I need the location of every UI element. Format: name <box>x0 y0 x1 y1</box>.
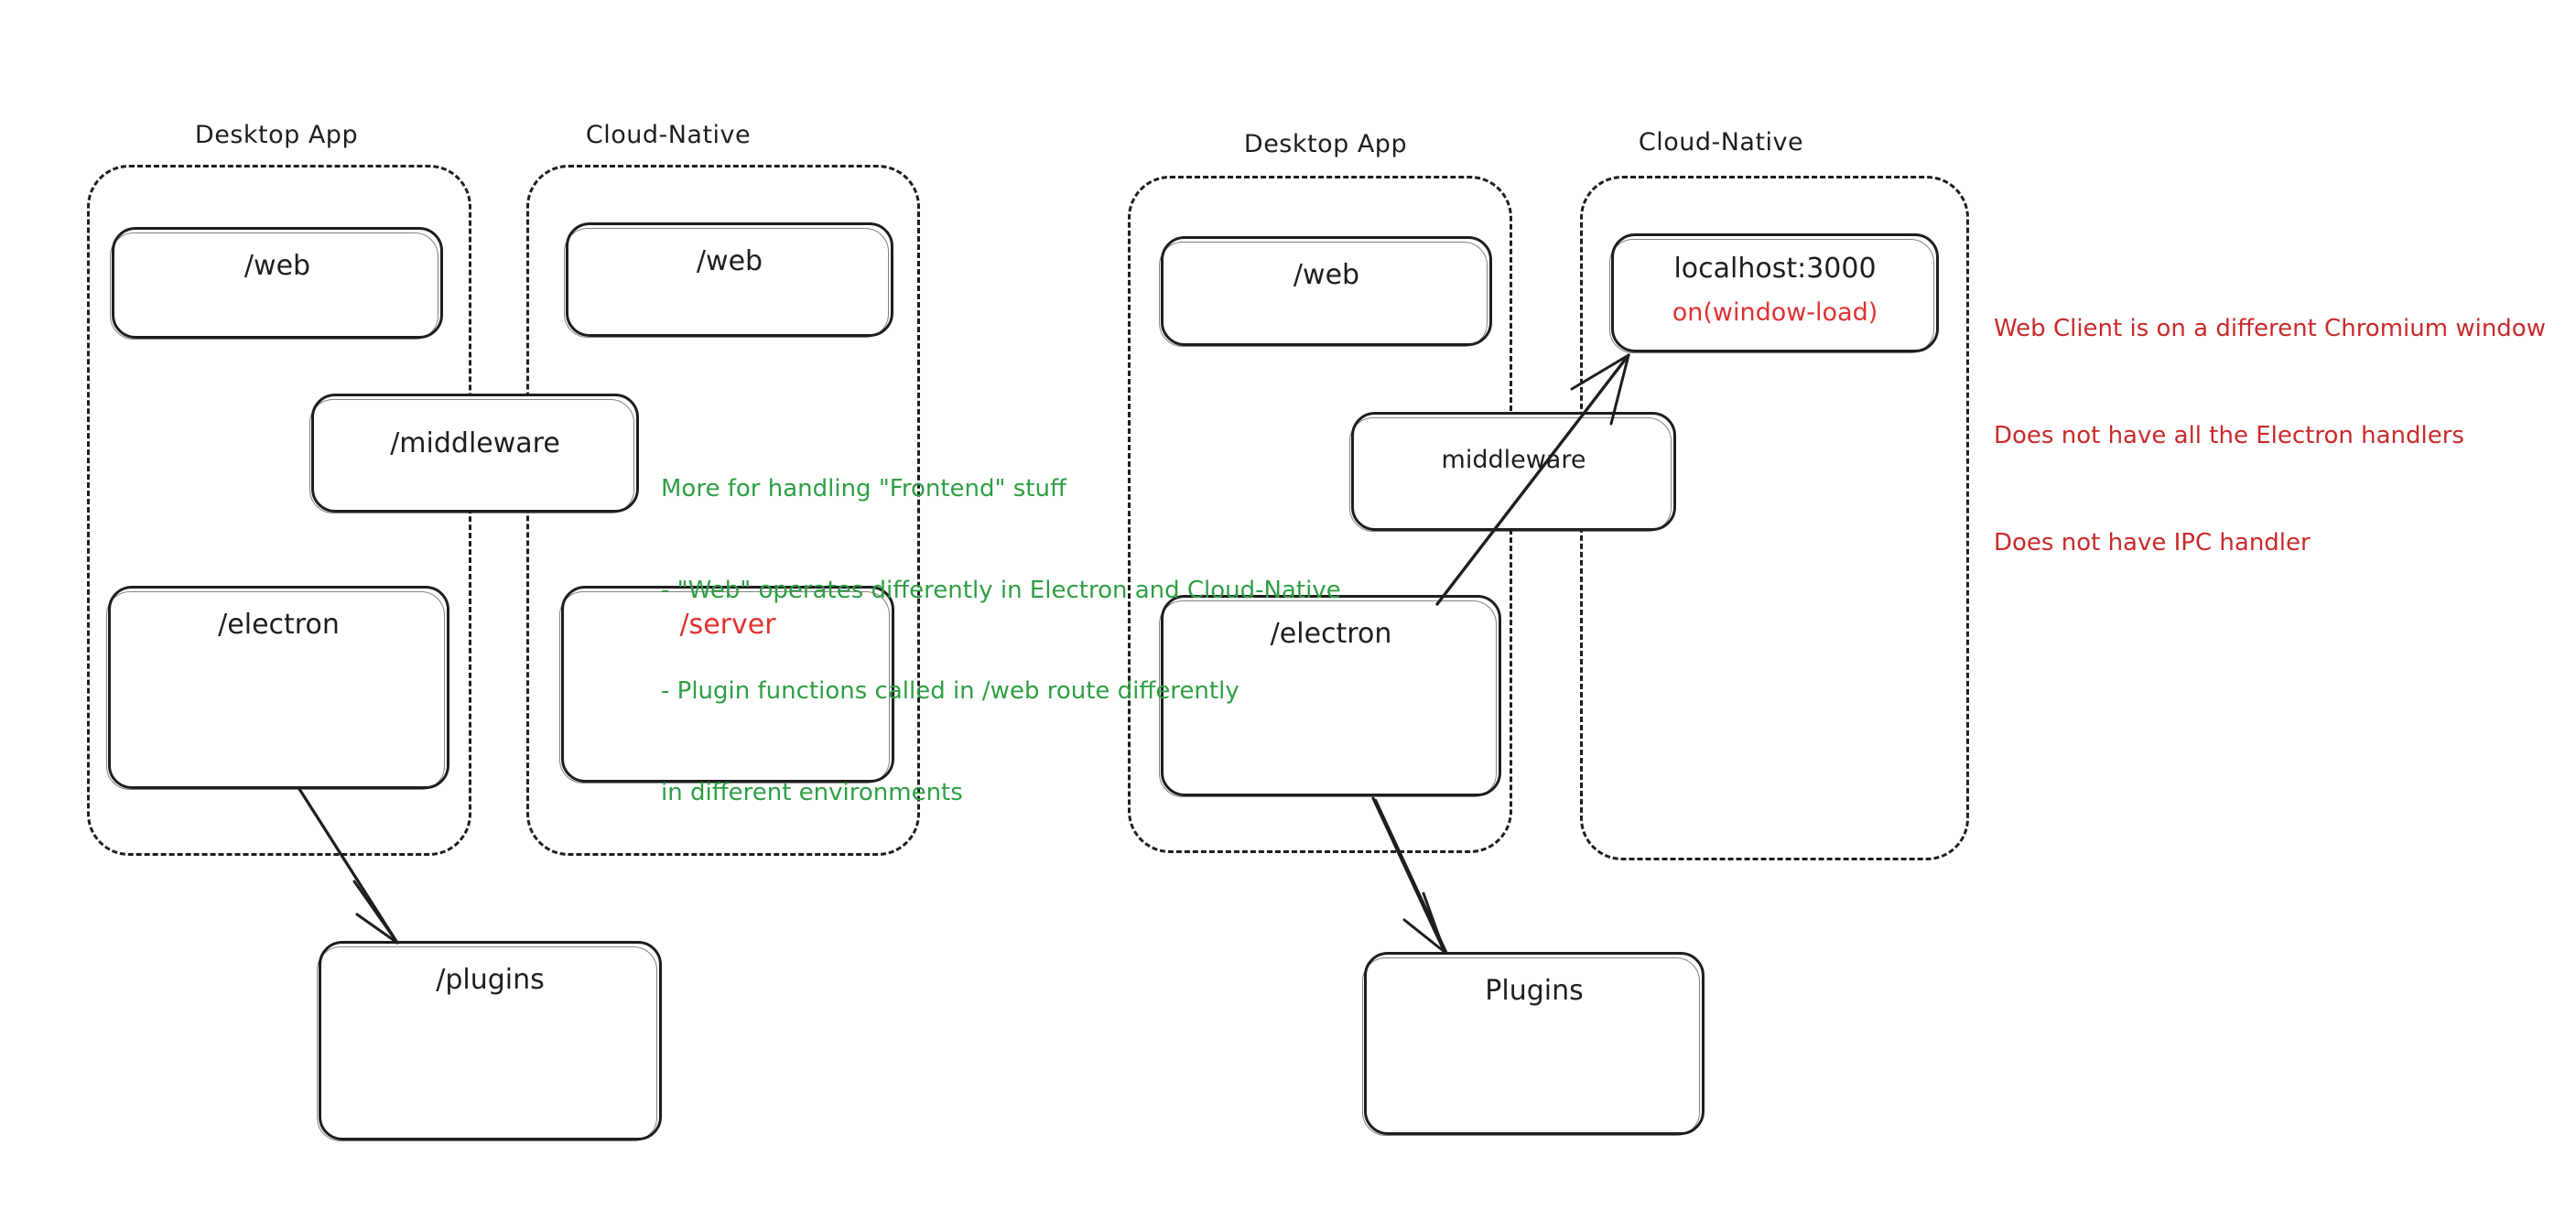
node-label-left-server: /server <box>679 609 776 641</box>
node-label-left-middleware: /middleware <box>390 427 560 459</box>
node-left-plugins[interactable]: /plugins <box>317 941 662 1141</box>
node-label-right-localhost: localhost:3000 <box>1673 253 1877 285</box>
group-label-left-cloud-native: Cloud-Native <box>585 121 752 149</box>
node-left-electron[interactable]: /electron <box>106 586 449 790</box>
node-sublabel-right-localhost-on-window-load: on(window-load) <box>1672 298 1878 327</box>
node-left-middleware[interactable]: /middleware <box>309 394 639 513</box>
annotation-line: More for handling "Frontend" stuff <box>661 474 1066 503</box>
node-right-plugins[interactable]: Plugins <box>1362 952 1705 1136</box>
node-label-right-middleware: middleware <box>1441 446 1586 474</box>
annotation-line: - "Web" operates differently in Electron… <box>661 576 1341 604</box>
node-right-electron[interactable]: /electron <box>1159 595 1501 797</box>
annotation-line: Does not have all the Electron handlers <box>1994 422 2464 449</box>
node-label-right-plugins: Plugins <box>1485 975 1584 1007</box>
node-right-localhost[interactable]: localhost:3000 on(window-load) <box>1609 233 1939 353</box>
node-right-web-desktop[interactable]: /web <box>1159 236 1492 347</box>
annotation-line: - Plugin functions called in /web route … <box>661 677 1239 706</box>
node-label-left-plugins: /plugins <box>436 964 545 996</box>
annotation-green-frontend-note: More for handling "Frontend" stuff - "We… <box>661 405 1341 878</box>
node-label-right-electron: /electron <box>1270 618 1392 650</box>
annotation-red-web-client-note: Web Client is on a different Chromium wi… <box>1994 240 2546 632</box>
annotation-line: in different environments <box>661 778 963 806</box>
group-label-left-desktop-app: Desktop App <box>194 121 359 149</box>
annotation-line: Does not have IPC handler <box>1994 529 2311 557</box>
node-left-server[interactable]: /server <box>559 586 894 784</box>
node-label-left-web-cloud: /web <box>696 245 763 277</box>
node-left-web-desktop[interactable]: /web <box>110 227 443 340</box>
group-label-right-cloud-native: Cloud-Native <box>1638 128 1804 157</box>
node-right-middleware[interactable]: middleware <box>1349 412 1676 532</box>
group-label-right-desktop-app: Desktop App <box>1243 130 1408 158</box>
node-left-web-cloud[interactable]: /web <box>564 222 893 338</box>
node-label-right-web-desktop: /web <box>1293 259 1360 291</box>
node-label-left-web-desktop: /web <box>244 250 311 282</box>
annotation-line: Web Client is on a different Chromium wi… <box>1994 315 2546 342</box>
node-label-left-electron: /electron <box>218 609 340 641</box>
